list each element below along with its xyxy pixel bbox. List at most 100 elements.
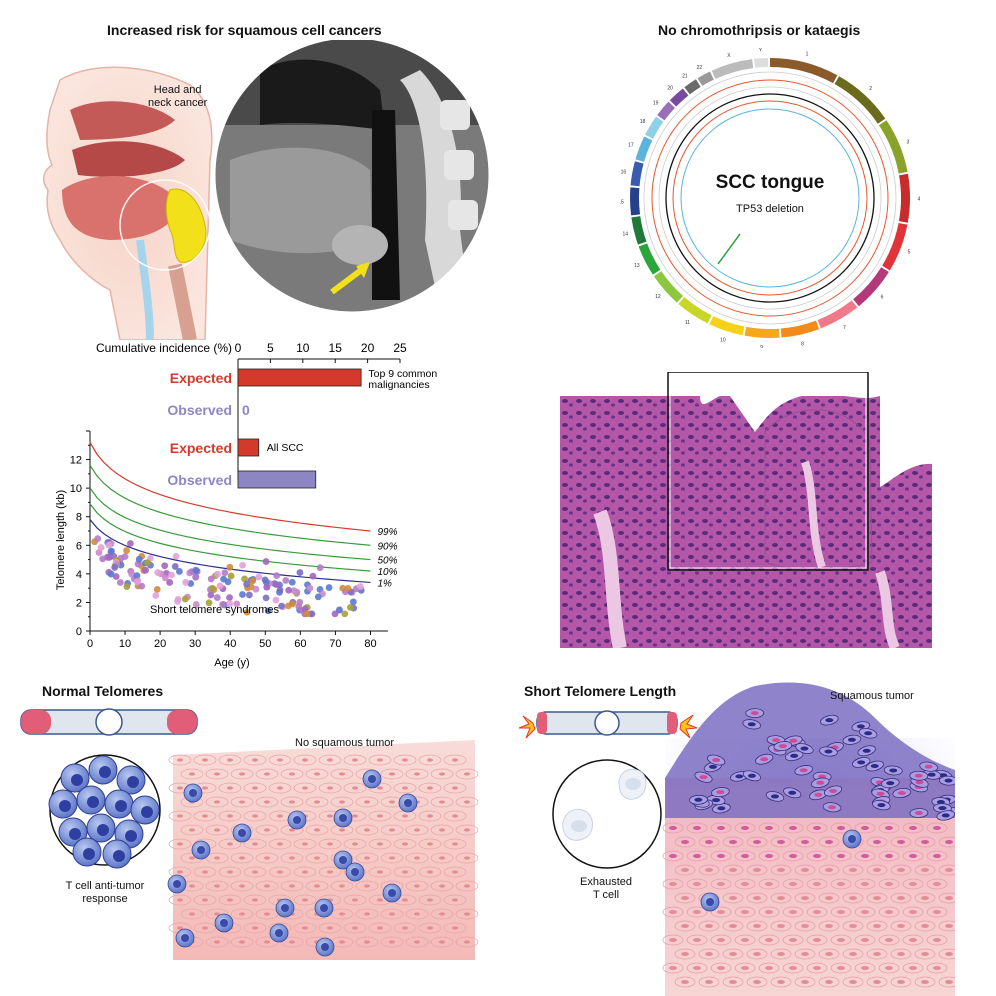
chromosome-segment-1 <box>770 58 838 84</box>
data-point <box>288 578 296 586</box>
tissue-nucleus <box>452 814 458 818</box>
circos-title: SCC tongue <box>716 172 825 193</box>
tissue-nucleus <box>693 854 701 858</box>
tissue-cell <box>890 976 912 988</box>
data-point <box>226 594 233 602</box>
chromosome-label: 20 <box>667 85 673 91</box>
data-point <box>303 610 311 618</box>
tissue-nucleus <box>765 910 773 914</box>
airway <box>136 239 154 340</box>
t-cell-nucleus <box>97 824 109 836</box>
data-point <box>126 540 134 547</box>
t-cell-response-line1: T cell anti-tumor <box>65 880 145 892</box>
bar-group-label: malignancies <box>368 379 429 391</box>
tissue-nucleus <box>789 966 797 970</box>
tissue-nucleus <box>214 856 220 860</box>
scatter-x-tick-label: 10 <box>119 638 131 650</box>
data-point <box>135 555 143 563</box>
exhausted-t-cells <box>562 768 647 841</box>
scatter-y-tick-label: 8 <box>76 512 82 524</box>
t-cell-nucleus <box>706 898 714 906</box>
tissue-nucleus <box>314 828 320 832</box>
tissue-nucleus <box>302 870 308 874</box>
tissue-cell <box>393 922 417 934</box>
data-point <box>263 583 271 591</box>
tumor-nucleus <box>829 788 838 793</box>
data-point <box>349 598 357 606</box>
tissue-cell <box>866 836 888 848</box>
chromosome-label: 9 <box>760 345 763 348</box>
data-point <box>221 569 229 577</box>
data-point <box>214 570 221 578</box>
tissue-nucleus <box>681 980 689 984</box>
tissue-cell <box>842 948 864 960</box>
tissue-nucleus <box>314 800 320 804</box>
data-point <box>172 552 180 560</box>
data-point <box>316 564 324 572</box>
tissue-cell <box>938 892 955 904</box>
tissue-cell <box>355 852 379 864</box>
tissue-cell <box>806 934 828 946</box>
tissue-cell <box>854 906 876 918</box>
tissue-cell <box>243 810 267 822</box>
tissue-cell <box>782 822 804 834</box>
tissue-nucleus <box>177 870 183 874</box>
tongue <box>62 176 179 240</box>
data-point <box>209 584 216 592</box>
tissue-cell <box>878 906 900 918</box>
tissue-cell <box>758 822 780 834</box>
normal-chromosome <box>20 708 198 736</box>
data-point <box>272 596 280 604</box>
tumor-nucleus <box>944 778 953 783</box>
percentile-line-50% <box>89 487 371 561</box>
tissue-nucleus <box>873 840 881 844</box>
data-point <box>219 601 227 608</box>
tissue-nucleus <box>765 882 773 886</box>
tissue-cell <box>914 976 936 988</box>
data-point <box>207 575 215 583</box>
chromosome-segment-9 <box>744 326 780 339</box>
chromosome-segment-2 <box>834 76 886 124</box>
tissue-nucleus <box>189 828 195 832</box>
circos-track-red-inner <box>672 100 868 296</box>
data-point <box>176 568 183 575</box>
t-cell-nucleus <box>220 919 228 927</box>
tissue-cell <box>443 922 467 934</box>
tissue-nucleus <box>327 870 333 874</box>
chromosome-segment-3 <box>878 120 908 174</box>
data-point <box>128 570 136 578</box>
tissue-nucleus <box>277 842 283 846</box>
tissue-nucleus <box>439 772 445 776</box>
bottom-right-title: Short Telomere Length <box>524 683 677 699</box>
tissue-nucleus <box>439 856 445 860</box>
tissue-cell <box>854 934 876 946</box>
tumor-nucleus <box>824 749 833 754</box>
tissue-nucleus <box>849 924 857 928</box>
tissue-nucleus <box>729 868 737 872</box>
tissue-cell <box>355 908 379 920</box>
tissue-nucleus <box>239 800 245 804</box>
tissue-nucleus <box>452 870 458 874</box>
tumor-cells <box>689 708 955 821</box>
tissue-nucleus <box>813 910 821 914</box>
tissue-nucleus <box>439 940 445 944</box>
tissue-nucleus <box>753 868 761 872</box>
tissue-cell <box>255 768 279 780</box>
circos-subtitle: TP53 deletion <box>736 203 804 215</box>
tissue-nucleus <box>945 868 953 872</box>
tissue-cell <box>343 782 367 794</box>
tissue-cell <box>280 852 304 864</box>
ct-scan-image <box>214 40 490 313</box>
tissue-cell <box>938 976 955 988</box>
tissue-nucleus <box>289 884 295 888</box>
tissue-cell <box>938 864 955 876</box>
tissue-nucleus <box>717 882 725 886</box>
tissue-nucleus <box>227 898 233 902</box>
exhausted-t-cell-line1: Exhausted <box>580 876 632 888</box>
data-point <box>264 607 272 615</box>
tissue-cell <box>180 908 204 920</box>
tissue-nucleus <box>861 910 869 914</box>
data-point <box>262 594 270 602</box>
data-point <box>309 572 317 580</box>
